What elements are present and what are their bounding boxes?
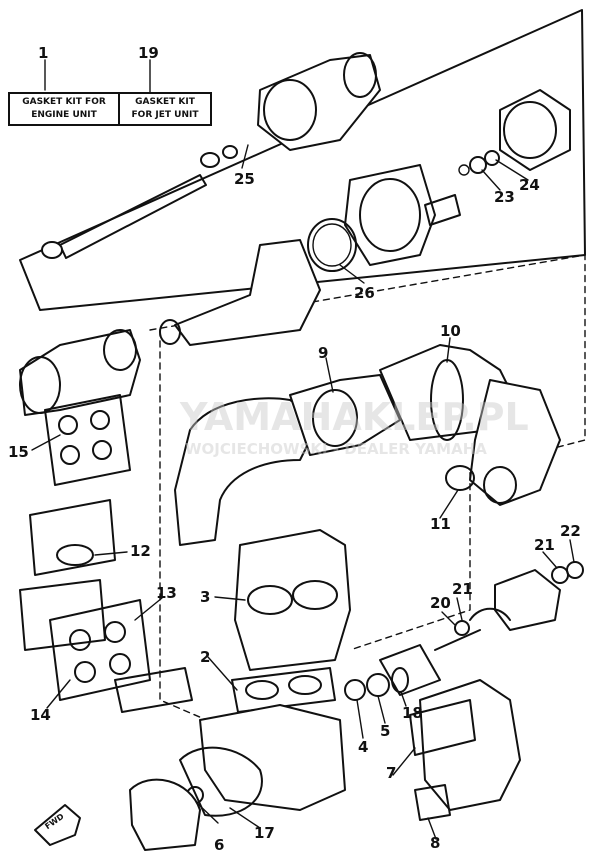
- intake-duct: [174, 239, 321, 346]
- water-lock: [469, 379, 561, 506]
- exhaust-manifold: [29, 499, 116, 576]
- seal-ring-23: [469, 156, 487, 174]
- callout-2: 2: [200, 648, 211, 666]
- water-lock-port: [483, 466, 517, 504]
- seal-4: [344, 679, 366, 701]
- impeller-bore: [359, 178, 421, 252]
- callout-6: 6: [214, 836, 225, 854]
- cylinder-bore-2: [292, 580, 338, 610]
- gasket-26-ring-inner: [312, 223, 352, 267]
- gasket-2-plate: [231, 667, 336, 713]
- crankcase: [199, 704, 346, 811]
- callout-15: 15: [8, 443, 29, 461]
- exhaust-elbow: [174, 397, 321, 546]
- bearing-ring: [200, 152, 220, 168]
- callout-20: 20: [430, 594, 451, 612]
- muffler: [19, 329, 141, 416]
- gasket-13-plate: [49, 599, 151, 701]
- callout-23: 23: [494, 188, 515, 206]
- kit-jet-line2: FOR JET UNIT: [131, 110, 199, 120]
- intake-clamp: [159, 319, 181, 345]
- callout-19: 19: [138, 44, 159, 62]
- impeller-blade: [424, 194, 461, 226]
- kit-engine-line1: GASKET KIT FOR: [22, 97, 106, 107]
- watermark-brand: YAMAHAKLEP.PL: [180, 395, 529, 439]
- gasket-11: [445, 465, 475, 491]
- shaft-20: [434, 629, 481, 651]
- callout-1: 1: [38, 44, 49, 62]
- o-ring-small: [222, 145, 238, 159]
- gasket-7: [409, 699, 476, 756]
- coupling-flange: [494, 569, 561, 631]
- seal-21-right: [551, 566, 569, 584]
- gasket-kit-engine-box: GASKET KIT FOR ENGINE UNIT: [8, 92, 120, 126]
- seal-21-left: [454, 620, 470, 636]
- callout-5: 5: [380, 722, 391, 740]
- callout-13: 13: [156, 584, 177, 602]
- callout-17: 17: [254, 824, 275, 842]
- shaft-bushing: [41, 241, 63, 259]
- callout-8: 8: [430, 834, 441, 852]
- washer: [458, 164, 470, 176]
- flywheel-cover: [129, 778, 201, 851]
- jet-housing-bore: [263, 79, 317, 141]
- gasket-26-ring: [307, 218, 357, 272]
- callout-3: 3: [200, 588, 211, 606]
- engine-unit-dashed-left: [159, 329, 301, 761]
- jet-nozzle-ring: [503, 101, 557, 159]
- callout-11: 11: [430, 515, 451, 533]
- seal-22: [566, 561, 584, 579]
- kit-jet-line1: GASKET KIT: [135, 97, 195, 107]
- gasket-8: [414, 784, 451, 821]
- crank-end: [379, 644, 441, 696]
- callout-7: 7: [386, 764, 397, 782]
- gasket-kit-jet-box: GASKET KIT FOR JET UNIT: [118, 92, 212, 126]
- seal-5: [366, 673, 390, 697]
- callout-25: 25: [234, 170, 255, 188]
- callout-18: 18: [402, 704, 423, 722]
- circlip: [469, 607, 511, 621]
- callout-10: 10: [440, 322, 461, 340]
- seal-ring-24: [484, 150, 500, 166]
- seal-18: [391, 667, 409, 693]
- jet-nozzle: [499, 89, 571, 171]
- callout-22: 22: [560, 522, 581, 540]
- callout-4: 4: [358, 738, 369, 756]
- kit-engine-line2: ENGINE UNIT: [31, 110, 97, 120]
- gasket-9: [312, 389, 358, 447]
- oil-pump-body: [419, 679, 521, 811]
- muffler-outlet: [103, 329, 137, 371]
- callout-26: 26: [354, 284, 375, 302]
- intake-manifold-plate: [19, 579, 106, 651]
- muffler-end: [19, 356, 61, 414]
- jet-housing-outlet: [343, 52, 377, 98]
- fwd-arrow: [34, 804, 81, 846]
- reed-valve: [114, 667, 193, 713]
- gasket-17: [179, 746, 263, 817]
- callout-12: 12: [130, 542, 151, 560]
- drive-shaft: [59, 174, 207, 259]
- callout-24: 24: [519, 176, 540, 194]
- callout-21-left: 21: [452, 580, 473, 598]
- gasket-12: [56, 544, 94, 566]
- gasket-15-plate: [44, 394, 131, 486]
- cylinder-bore-1: [247, 585, 293, 615]
- callout-21-right: 21: [534, 536, 555, 554]
- callout-9: 9: [318, 344, 329, 362]
- jet-housing-top: [257, 54, 381, 151]
- watermark-sub: WOJCIECHOWSKI - DEALER YAMAHA: [185, 440, 487, 458]
- callout-14: 14: [30, 706, 51, 724]
